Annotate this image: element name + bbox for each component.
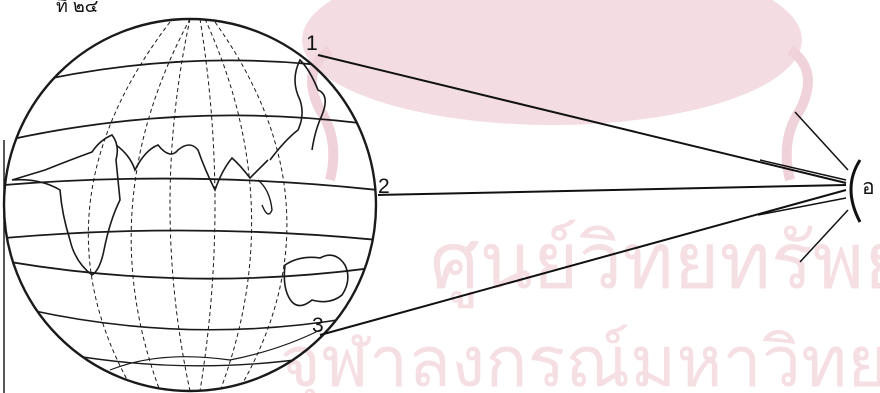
longitude-line xyxy=(205,19,252,391)
longitude-line xyxy=(131,19,190,391)
eye-ray xyxy=(760,160,846,180)
figure-corner-label: ที่ ๒๔ xyxy=(56,0,98,16)
watermark-line-2: จุฬาลงกรณ์มหาวิทยาลัย xyxy=(280,321,880,393)
eye-ray xyxy=(795,112,848,170)
longitude-line xyxy=(170,19,190,391)
continent-australia xyxy=(284,255,348,305)
continent-africa-europe xyxy=(12,135,120,275)
longitude-line xyxy=(88,22,170,385)
eye-label: อ xyxy=(862,176,875,199)
sight-line-2 xyxy=(378,185,846,195)
latitude-line xyxy=(10,262,372,279)
latitude-line xyxy=(4,179,378,190)
eye-ray xyxy=(758,198,846,215)
watermark: ศูนย์วิทยทรัพยากร จุฬาลงกรณ์มหาวิทยาลัย xyxy=(280,0,880,393)
eye-lens xyxy=(851,160,860,222)
point-label-2: 2 xyxy=(378,175,390,198)
continent-arabia-india xyxy=(116,145,268,190)
continent-se-asia xyxy=(258,180,272,214)
point-label-3: 3 xyxy=(312,314,324,337)
latitude-line xyxy=(4,230,378,240)
watermark-line-1: ศูนย์วิทยทรัพยากร xyxy=(430,217,880,308)
longitude-line xyxy=(200,19,215,391)
watermark-seal xyxy=(302,0,802,125)
point-label-1: 1 xyxy=(306,32,318,55)
